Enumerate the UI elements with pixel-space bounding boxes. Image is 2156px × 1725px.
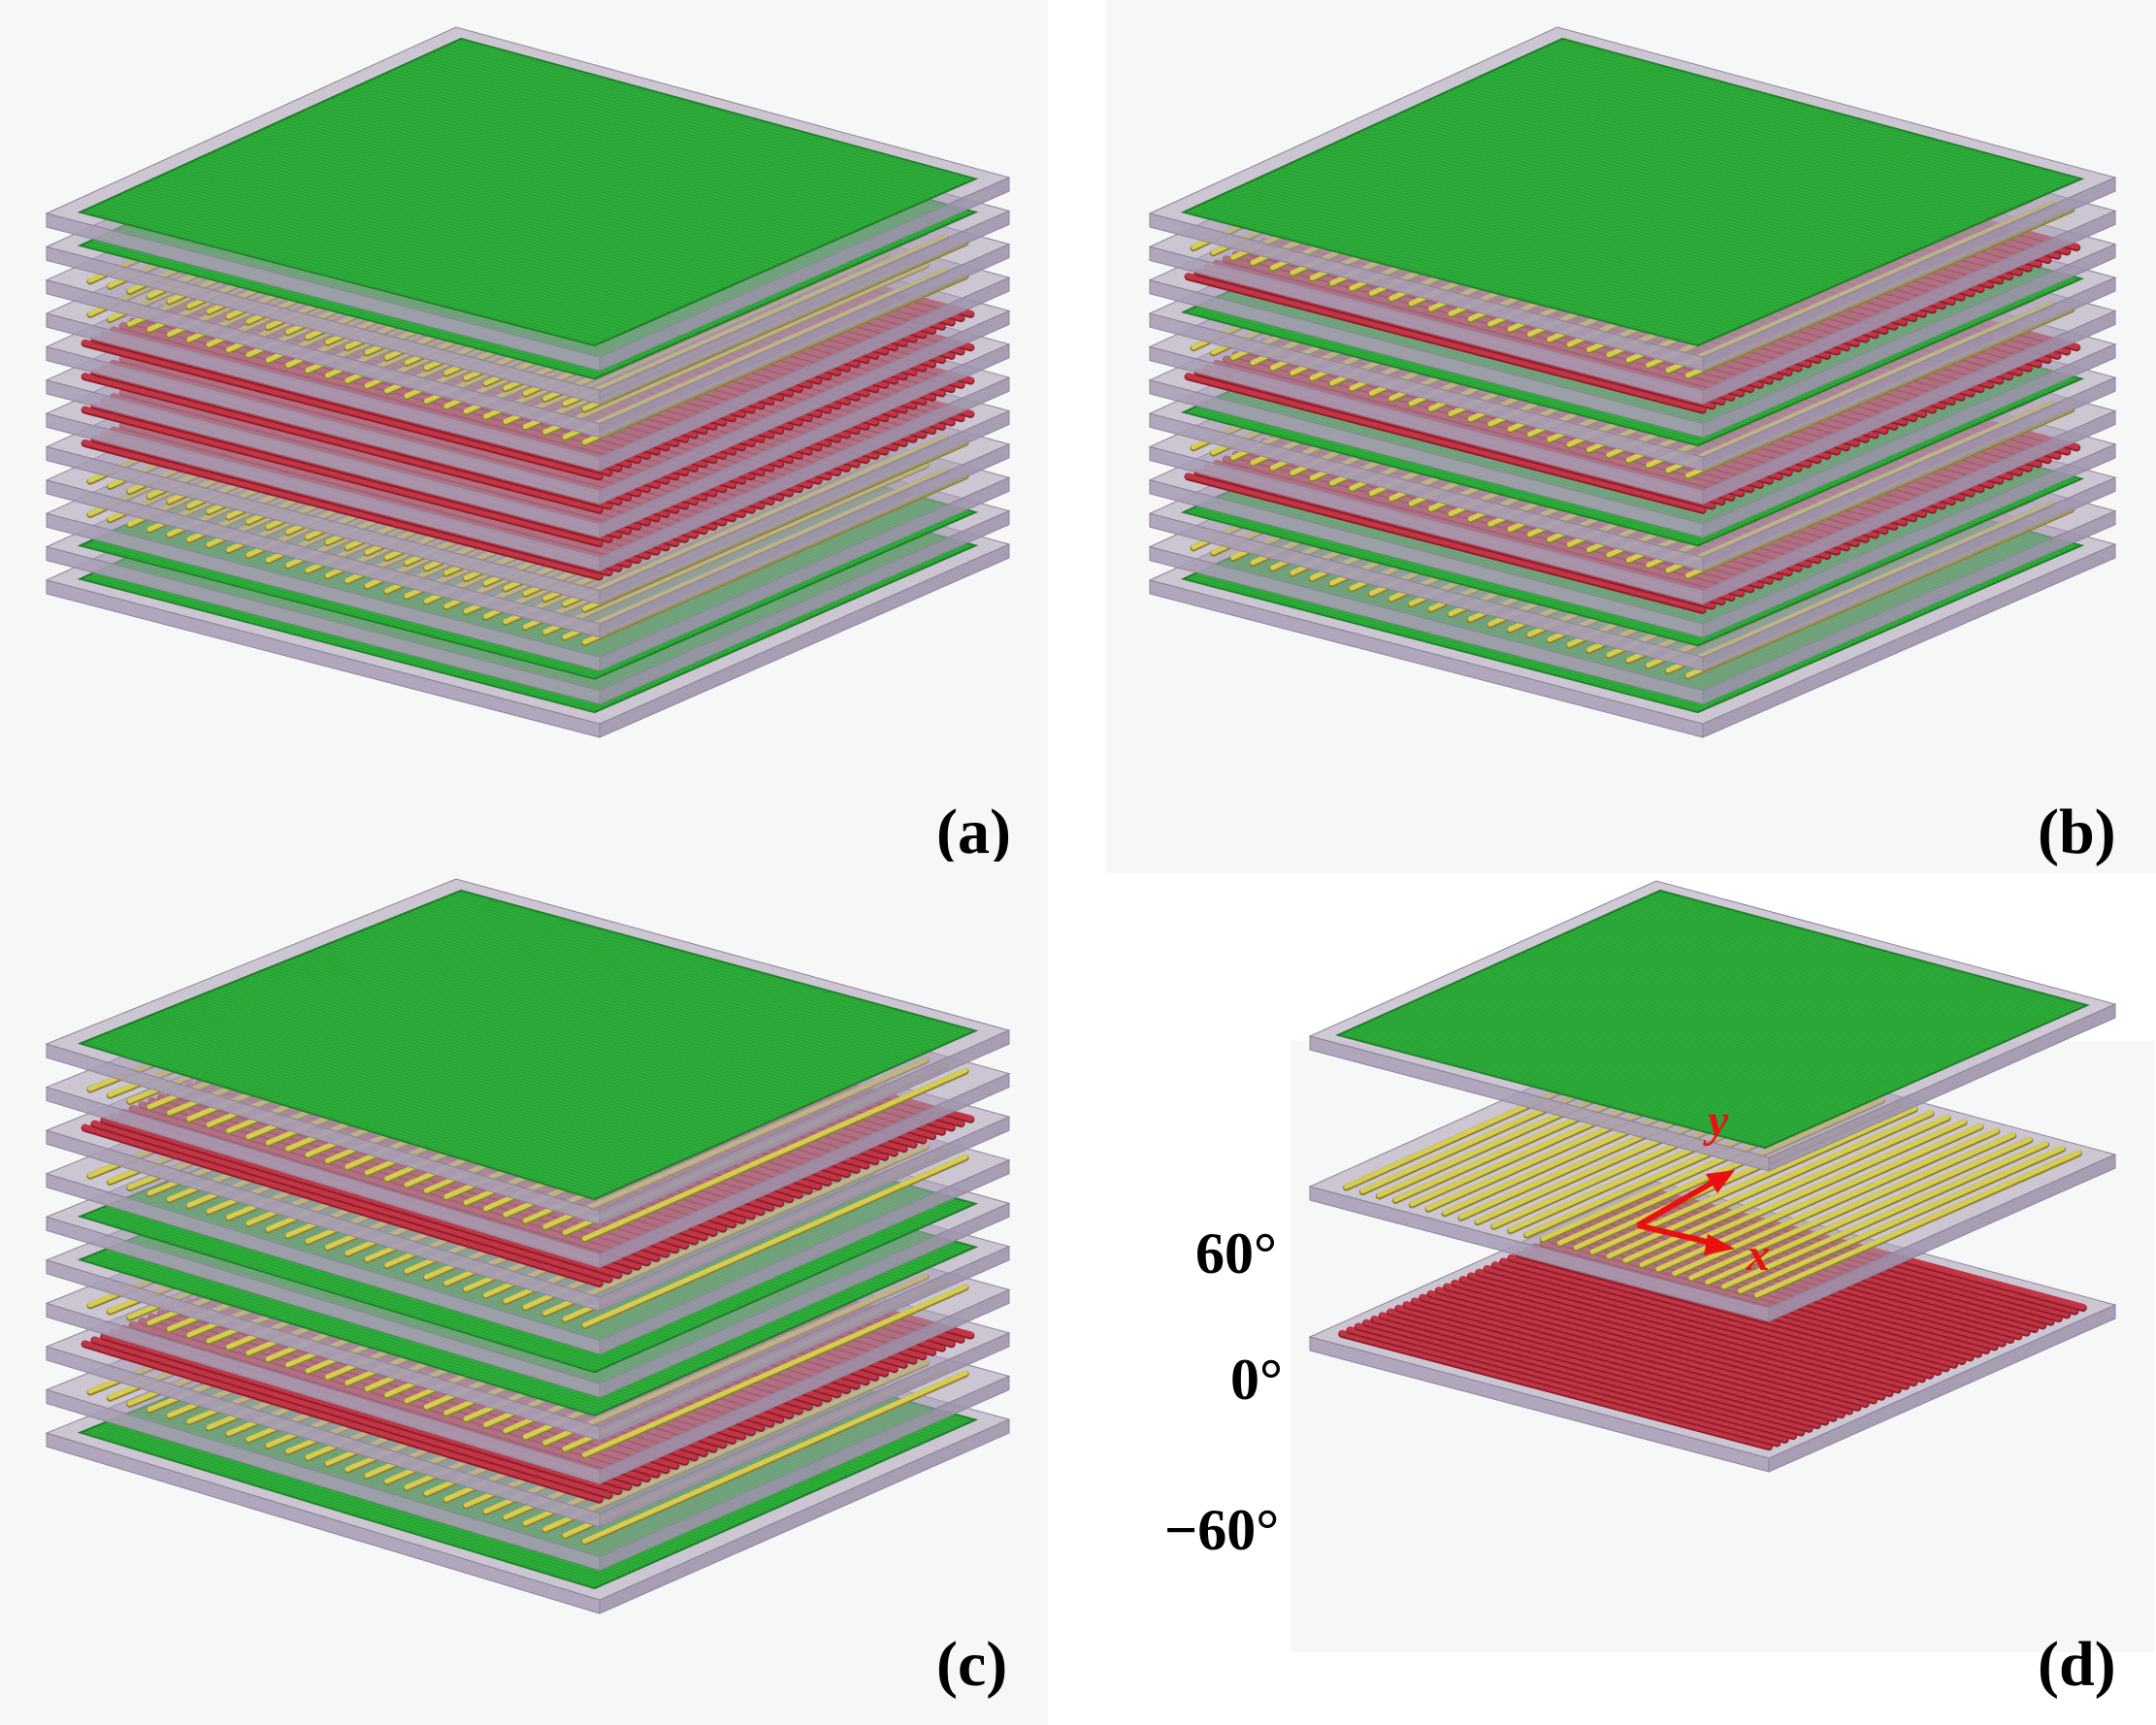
ply-layer — [45, 878, 1011, 1225]
ply-layer — [1148, 26, 2117, 372]
panel-b: (b) — [1106, 0, 2156, 873]
ply-angle-label-bottom: −60° — [1164, 1498, 1280, 1562]
laminate-stack-b — [1106, 0, 2156, 873]
ply-angle-label-top: 60° — [1195, 1221, 1277, 1286]
axis-arrows — [1636, 1170, 1735, 1255]
panel-label-b: (b) — [2038, 797, 2116, 867]
ply-angle-label-middle: 0° — [1230, 1348, 1283, 1412]
panel-label-c: (c) — [936, 1629, 1008, 1700]
laminate-stack-a — [0, 0, 1048, 873]
ply-layer — [1308, 880, 2117, 1172]
panel-c: (c) — [0, 862, 1048, 1725]
axis-label-y: y — [1708, 1095, 1729, 1147]
axis-label-x: x — [1747, 1229, 1770, 1281]
panel-label-d: (d) — [2038, 1629, 2116, 1700]
panel-label-a: (a) — [936, 797, 1011, 867]
ply-layer — [45, 26, 1011, 372]
laminate-stack-c — [0, 862, 1048, 1725]
panel-a: (a) — [0, 0, 1048, 873]
ply-exploded-view-d — [1290, 880, 2154, 1652]
panel-d: 60° 0° −60° y x (d) — [1106, 862, 2156, 1725]
